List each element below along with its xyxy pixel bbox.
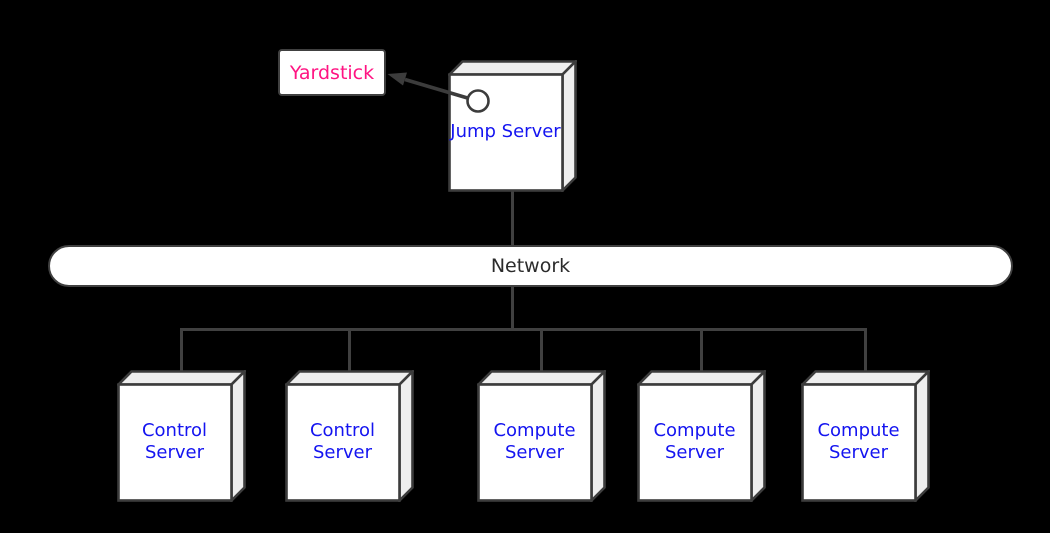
server-node-compute-1: Compute Server <box>477 370 606 502</box>
server-label: Compute Server <box>493 420 576 463</box>
server-node-control-2: Control Server <box>285 370 414 502</box>
server-box-icon <box>801 370 930 502</box>
server-box-icon <box>637 370 766 502</box>
server-node-compute-2: Compute Server <box>637 370 766 502</box>
arrowhead-icon <box>387 72 407 86</box>
server-box-icon <box>477 370 606 502</box>
server-label: Control Server <box>141 420 208 463</box>
yardstick-label: Yardstick <box>289 61 375 84</box>
server-label: Compute Server <box>653 420 736 463</box>
jump-server-node: Jump Server <box>448 60 577 192</box>
server-box-icon <box>285 370 414 502</box>
server-label: Control Server <box>309 420 376 463</box>
jump-server-label: Jump Server <box>450 121 561 142</box>
network-node: Network <box>48 245 1013 287</box>
server-box-icon <box>117 370 246 502</box>
yardstick-node: Yardstick <box>278 49 386 96</box>
network-label: Network <box>490 255 571 277</box>
server-node-compute-3: Compute Server <box>801 370 930 502</box>
server-label: Compute Server <box>817 420 900 463</box>
server-node-control-1: Control Server <box>117 370 246 502</box>
